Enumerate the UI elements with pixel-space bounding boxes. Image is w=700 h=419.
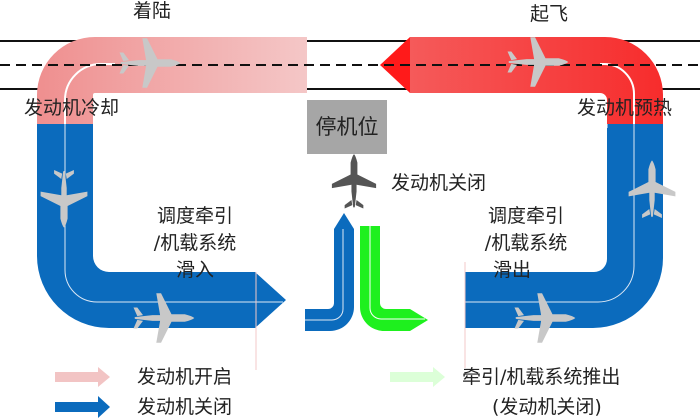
stand-entry-arrow [305,213,354,331]
engine-cooling-label: 发动机冷却 [24,97,120,119]
takeoff-arrowhead [380,37,410,93]
stand-box: 停机位 [307,100,387,154]
taxi-out-line2: /机载系统 [484,232,568,254]
landing-title: 着陆 [133,0,172,22]
taxi-in-line1: 调度牵引 [156,205,233,227]
engine-off-label: 发动机关闭 [391,172,487,194]
pushback-arrow [360,226,428,331]
legend-engine-off-label: 发动机关闭 [137,396,233,418]
taxi-out-path [465,124,663,328]
legend-arrow-engine-off [55,396,110,418]
taxi-out-line3: 滑出 [493,259,532,281]
taxi-out-line1: 调度牵引 [487,205,564,227]
engine-warmup-label: 发动机预热 [577,97,673,119]
legend-pushback-sublabel: (发动机关闭) [492,396,602,418]
airplane-icon-at-stand [331,154,377,209]
taxi-in-label: 调度牵引 /机载系统 滑入 [135,205,255,281]
legend-engine-on-label: 发动机开启 [137,366,233,388]
legend-arrow-pushback [390,367,445,387]
taxi-in-line3: 滑入 [175,259,214,281]
taxi-in-path [37,124,286,328]
takeoff-title: 起飞 [530,3,569,25]
legend-pushback-label: 牵引/机载系统推出 [462,366,621,388]
taxi-in-line2: /机载系统 [153,232,237,254]
legend-arrow-engine-on [55,367,110,387]
taxi-out-label: 调度牵引 /机载系统 滑出 [466,205,586,281]
